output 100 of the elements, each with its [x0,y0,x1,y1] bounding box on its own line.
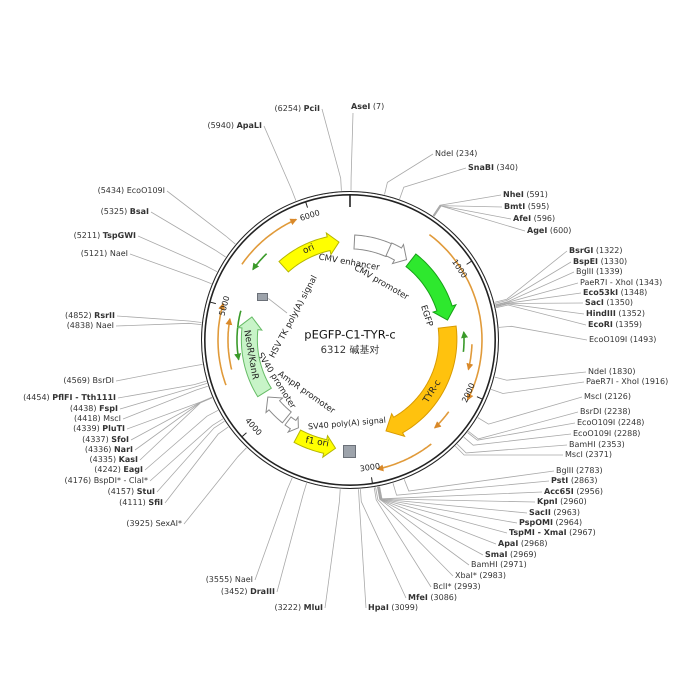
leader-line [495,304,584,314]
restriction-site-label: PstI (2863) [551,476,598,486]
map-feature [293,429,337,459]
leader-line [130,397,212,440]
leader-line [134,397,212,450]
restriction-site-label: AfeI (596) [513,214,556,224]
leader-line [498,326,588,340]
leader-line [468,412,578,440]
leader-line [379,486,542,500]
restriction-site-label: BsrGI (1322) [569,246,623,256]
scale-label: 2000 [460,382,476,404]
leader-line [144,410,218,470]
leader-line [120,383,208,410]
restriction-site-label: BglII (1339) [576,267,623,277]
restriction-site-label: TspMI - XmaI (2967) [509,528,596,538]
scale-label: 5000 [218,295,232,317]
leader-line [358,488,366,608]
restriction-site-label: (3452) DraIII [220,587,275,597]
plasmid-size: 6312 碱基对 [320,346,380,356]
leader-line [434,206,526,232]
scale-label: 3000 [359,462,381,474]
map-feature [278,232,340,273]
restriction-site-label: BamHI (2353) [569,440,625,450]
leader-line [156,420,225,492]
restriction-site-label: (4852) RsrII [65,311,115,321]
leader-line [490,382,584,394]
restriction-site-label: MscI (2371) [565,450,612,460]
leader-line [378,486,528,514]
leader-line [150,212,226,258]
leader-line [166,190,236,244]
leader-line [463,434,572,446]
restriction-site-label: MfeI (3086) [408,593,457,603]
restriction-site-label: (4438) FspI [70,404,118,414]
restriction-site-label: EcoO109I (2248) [577,418,644,428]
leader-line [116,322,202,326]
leader-line [433,205,502,216]
leader-line [495,282,578,306]
restriction-site-label: (4339) PluTI [73,424,125,434]
leader-line [384,154,434,195]
leader-line [495,302,584,307]
restriction-site-label: (4569) BsrDI [63,376,114,386]
leader-line [138,236,218,272]
restriction-site-label: (4454) PflFI - Tth111I [23,393,116,403]
restriction-site-label: (4176) BspDI* - ClaI* [64,476,148,486]
leader-line [432,194,502,216]
restriction-site-label: NdeI (234) [435,149,478,159]
restriction-site-label: KpnI (2960) [537,497,587,507]
restriction-site-label: BclI* (2993) [433,582,481,592]
leader-line [496,304,586,326]
leader-line [433,205,512,220]
restriction-site-label: SacI (1350) [585,298,634,308]
restriction-site-label: (5325) BsaI [100,207,149,217]
restriction-site-label: (4418) MscI [74,414,121,424]
restriction-site-label: EcoO109I (1493) [589,335,656,345]
restriction-site-label: HindIII (1352) [586,309,645,319]
restriction-site-label: SacII (2963) [529,508,580,518]
signal-box [342,444,356,458]
restriction-site-label: (3555) NaeI [206,575,253,585]
restriction-site-label: (4337) SfoI [82,435,129,445]
restriction-site-label: EcoRI (1359) [588,320,642,330]
feature-label: ori [302,244,317,257]
signal-box [256,292,268,301]
leader-line [399,168,466,200]
leader-line [118,380,207,398]
leader-line [322,108,342,192]
restriction-site-label: Acc65I (2956) [544,487,603,497]
leader-line [264,126,296,201]
feature-label: EGFP [418,304,434,328]
restriction-site-label: MscI (2126) [584,392,631,402]
map-feature [284,416,300,433]
leader-line [494,272,574,306]
leader-line [375,486,454,576]
leader-line [324,488,341,608]
leader-line [454,446,564,456]
restriction-site-label: BmtI (595) [504,202,550,212]
restriction-site-label: HpaI (3099) [368,603,418,613]
leader-line [150,418,224,482]
restriction-site-label: PaeR7I - XhoI (1916) [586,377,668,387]
leader-line [116,364,203,382]
leader-line [404,470,554,492]
leader-line [377,486,470,566]
restriction-site-label: SnaBI (340) [468,163,518,173]
restriction-site-label: (4838) NaeI [66,321,114,331]
leader-line [254,478,293,580]
restriction-site-label: EcoO109I (2288) [573,429,640,439]
leader-line [378,486,536,502]
leader-line [374,487,432,588]
restriction-site-label: XbaI* (2983) [455,571,506,581]
leader-line [268,298,288,314]
restriction-site-label: AgeI (600) [527,226,572,236]
restriction-site-label: BspEI (1330) [573,257,628,267]
leader-line [392,480,550,496]
leader-line [126,396,212,430]
leader-line [164,426,229,504]
scale-label: 6000 [299,209,322,224]
restriction-site-label: (3925) SexAI* [126,519,182,529]
restriction-site-label: (4157) StuI [108,487,155,497]
restriction-site-label: (3222) MluI [274,603,323,613]
leader-line [360,488,406,598]
leader-line [184,447,247,524]
